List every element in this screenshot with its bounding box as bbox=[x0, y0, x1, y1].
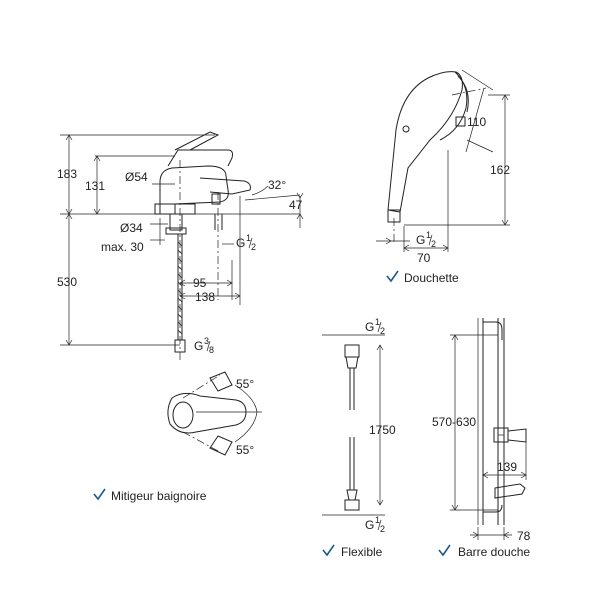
dim-d34: Ø34 bbox=[120, 221, 143, 235]
dim-g12-hose-top: G bbox=[365, 320, 374, 334]
faucet-side-view: 183 131 530 Ø54 bbox=[57, 131, 304, 360]
caption-barre-text: Barre douche bbox=[458, 545, 530, 559]
dim-95: 95 bbox=[193, 276, 207, 290]
dim-162: 162 bbox=[490, 163, 510, 177]
hose-drawing: G 1 2 1750 G 1 2 bbox=[322, 317, 396, 534]
caption-mitigeur-text: Mitigeur baignoire bbox=[111, 489, 207, 503]
dim-570-630: 570-630 bbox=[432, 415, 476, 429]
svg-text:1: 1 bbox=[246, 233, 251, 243]
dim-70: 70 bbox=[417, 251, 431, 265]
checkmark-icon bbox=[386, 270, 399, 283]
caption-douchette-text: Douchette bbox=[404, 271, 459, 285]
svg-text:1: 1 bbox=[375, 515, 380, 525]
dim-d54: Ø54 bbox=[125, 170, 148, 184]
dim-110: 110 bbox=[467, 115, 486, 129]
dim-138: 138 bbox=[195, 290, 215, 304]
caption-flexible: Flexible bbox=[322, 544, 383, 559]
svg-text:8: 8 bbox=[209, 345, 214, 355]
checkmark-icon bbox=[93, 488, 106, 501]
dim-max30: max. 30 bbox=[101, 240, 144, 254]
dim-32deg: 32° bbox=[268, 178, 286, 192]
dim-1750: 1750 bbox=[369, 423, 396, 437]
svg-text:2: 2 bbox=[251, 242, 256, 252]
checkmark-icon bbox=[438, 544, 451, 557]
svg-text:1: 1 bbox=[375, 317, 380, 327]
handshower-drawing: 110 162 G 1 2 70 bbox=[376, 69, 510, 265]
svg-text:2: 2 bbox=[380, 326, 385, 336]
dim-47: 47 bbox=[289, 198, 303, 212]
dim-183: 183 bbox=[57, 167, 77, 181]
caption-douchette: Douchette bbox=[386, 270, 459, 285]
dim-530: 530 bbox=[57, 275, 77, 289]
caption-barre: Barre douche bbox=[438, 544, 530, 559]
caption-flexible-text: Flexible bbox=[341, 545, 383, 559]
svg-text:2: 2 bbox=[380, 524, 385, 534]
dim-55deg-bottom: 55° bbox=[236, 443, 254, 457]
faucet-top-view: 55° 55° bbox=[167, 371, 262, 457]
svg-text:3: 3 bbox=[204, 336, 209, 346]
dim-78: 78 bbox=[517, 529, 531, 543]
caption-mitigeur: Mitigeur baignoire bbox=[93, 488, 207, 503]
rail-drawing: 570-630 139 78 bbox=[432, 318, 531, 543]
dim-55deg-top: 55° bbox=[236, 377, 254, 391]
dim-g12-shower: G bbox=[416, 233, 425, 247]
dim-g38: G bbox=[194, 339, 203, 353]
dim-g12: G bbox=[236, 236, 245, 250]
dim-131: 131 bbox=[85, 179, 105, 193]
dim-139: 139 bbox=[497, 460, 517, 474]
checkmark-icon bbox=[322, 544, 335, 557]
dim-g12-hose-bottom: G bbox=[365, 518, 374, 532]
svg-text:2: 2 bbox=[431, 239, 436, 249]
svg-text:1: 1 bbox=[426, 230, 431, 240]
